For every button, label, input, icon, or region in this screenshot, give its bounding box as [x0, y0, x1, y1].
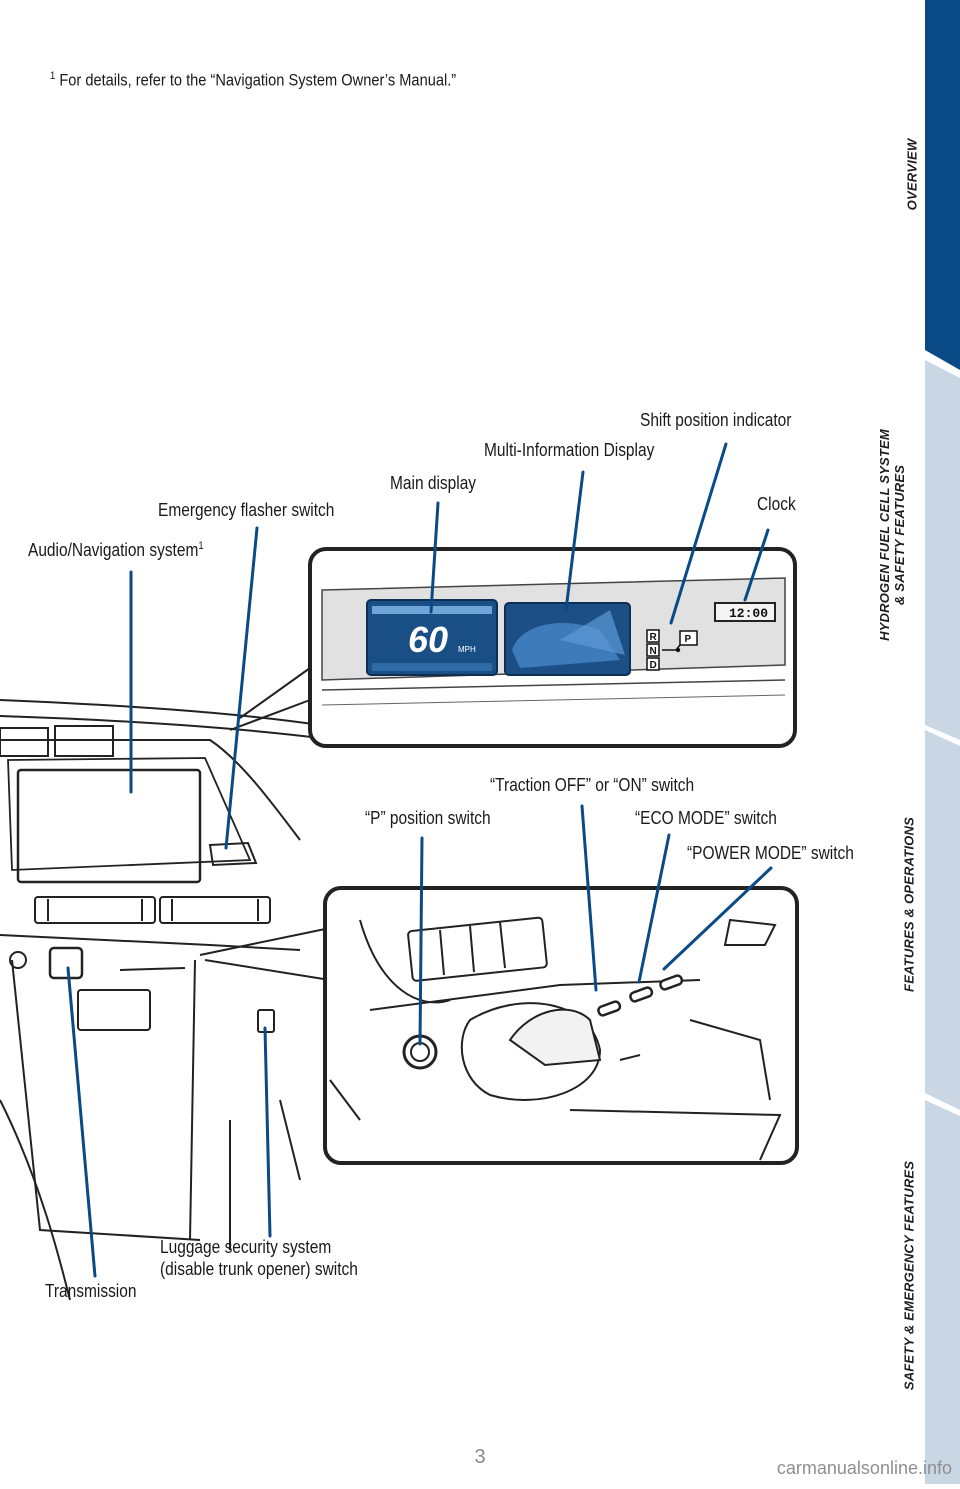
- speed-readout: 60: [408, 619, 448, 660]
- sidebar-tab-overview[interactable]: OVERVIEW: [904, 138, 920, 211]
- footnote-marker: 1: [50, 70, 56, 82]
- label-traction-switch: “Traction OFF” or “ON” switch: [490, 775, 695, 795]
- section-sidebar: [925, 0, 960, 1484]
- label-clock: Clock: [757, 494, 796, 514]
- sidebar-tabs-graphic: [925, 0, 960, 1484]
- sidebar-tab-hydrogen-fuel-cell[interactable]: HYDROGEN FUEL CELL SYSTEM & SAFETY FEATU…: [877, 429, 907, 641]
- label-luggage-security-switch: Luggage security system (disable trunk o…: [160, 1237, 358, 1279]
- shift-r: R: [650, 632, 658, 643]
- sidebar-tab-features-operations[interactable]: FEATURES & OPERATIONS: [901, 817, 917, 992]
- label-main-display: Main display: [390, 473, 477, 493]
- label-transmission: Transmission: [45, 1281, 137, 1301]
- label-power-mode-switch: “POWER MODE” switch: [687, 843, 854, 863]
- shift-n: N: [650, 646, 657, 657]
- clock-readout: 12:00: [729, 606, 768, 621]
- label-emergency-flasher-switch: Emergency flasher switch: [158, 500, 335, 520]
- speed-unit: MPH: [458, 645, 476, 654]
- watermark: carmanualsonline.info: [776, 1458, 952, 1478]
- label-audio-navigation-text: Audio/Navigation system: [28, 540, 199, 560]
- label-multi-information-display: Multi-Information Display: [484, 440, 655, 460]
- page-number: 3: [474, 1446, 486, 1468]
- sidebar-tab-safety-emergency[interactable]: SAFETY & EMERGENCY FEATURES: [901, 1160, 917, 1391]
- label-p-position-switch: “P” position switch: [365, 808, 491, 828]
- label-audio-navigation-system: Audio/Navigation system1: [28, 540, 204, 561]
- label-eco-mode-switch: “ECO MODE” switch: [635, 808, 777, 828]
- label-shift-position-indicator: Shift position indicator: [640, 410, 792, 430]
- shift-p: P: [685, 634, 692, 645]
- label-audio-navigation-marker: 1: [198, 540, 204, 552]
- footnote: 1 For details, refer to the “Navigation …: [50, 70, 456, 91]
- shift-d: D: [650, 660, 657, 671]
- footnote-text: For details, refer to the “Navigation Sy…: [59, 70, 457, 90]
